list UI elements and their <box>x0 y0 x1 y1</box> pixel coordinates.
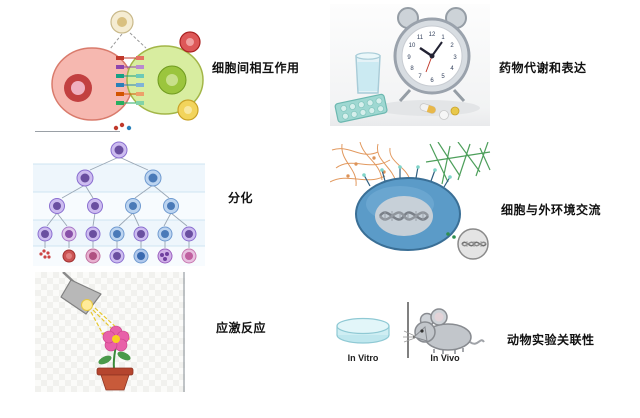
cell-environment-svg <box>329 141 491 260</box>
svg-text:8: 8 <box>410 66 414 72</box>
pill-blister-pack <box>334 93 388 123</box>
secreted-molecule-dots <box>113 122 132 131</box>
dna-strand-2 <box>378 211 430 221</box>
label-drug-metabolism: 药物代谢和表达 <box>499 61 587 75</box>
flower-pot <box>96 367 134 391</box>
ecm-green-fibers <box>425 141 491 185</box>
cell-interaction-illustration <box>30 6 205 134</box>
alarm-clock: 12 1 2 3 4 5 6 7 8 9 10 11 <box>393 7 471 103</box>
svg-text:7: 7 <box>418 74 422 80</box>
label-animal-relevance: 动物实验关联性 <box>507 333 595 347</box>
label-stress-response: 应激反应 <box>216 321 267 335</box>
surface-receptors <box>362 165 452 188</box>
red-blood-cell <box>62 249 76 263</box>
satellite-cell-yellow <box>177 99 199 121</box>
blue-cell <box>355 165 461 251</box>
svg-text:9: 9 <box>407 55 411 61</box>
animal-relevance-illustration: In Vitro <box>328 298 486 374</box>
mouse-whiskers <box>403 330 416 343</box>
svg-text:1: 1 <box>441 35 445 41</box>
pink-immune-cell <box>51 47 133 121</box>
lamp-bulb <box>81 299 93 311</box>
label-differentiation: 分化 <box>228 191 254 205</box>
svg-text:4: 4 <box>450 66 454 72</box>
vitro-vivo-svg: In Vitro <box>336 302 485 363</box>
drug-metabolism-illustration: 12 1 2 3 4 5 6 7 8 9 10 11 <box>330 4 490 126</box>
platelet-cluster <box>39 249 51 259</box>
mouse-eye <box>420 329 424 333</box>
mouse-snout <box>413 325 428 342</box>
clock-numbers: 12 1 2 3 4 5 6 7 8 9 10 11 <box>407 32 457 84</box>
magnified-dna-vesicle <box>457 228 489 260</box>
in-vivo-label: In Vivo <box>430 353 460 363</box>
flower <box>98 325 131 369</box>
satellite-cell-beige <box>110 10 134 34</box>
clock-leg-left <box>398 88 412 103</box>
mouse-tail <box>469 339 485 345</box>
receptor-ligand-pairs <box>116 56 144 105</box>
stress-response-illustration <box>35 271 185 392</box>
svg-text:5: 5 <box>441 74 445 80</box>
mouse <box>403 308 485 354</box>
stress-response-svg <box>60 271 185 392</box>
svg-text:2: 2 <box>450 43 454 49</box>
differentiation-svg <box>33 141 205 266</box>
flower-center <box>112 335 120 343</box>
label-cell-environment: 细胞与外环境交流 <box>501 203 602 217</box>
leaf-right <box>117 351 131 361</box>
loose-pills <box>419 103 460 120</box>
svg-text:3: 3 <box>453 55 457 61</box>
label-cell-interaction: 细胞间相互作用 <box>212 61 300 75</box>
water-glass <box>355 52 381 94</box>
branch-arrows <box>44 156 190 248</box>
differentiation-illustration <box>33 138 205 266</box>
petri-dish <box>336 317 390 344</box>
in-vitro-label: In Vitro <box>348 353 379 363</box>
panel-divider-line <box>35 131 120 132</box>
clock-leg-right <box>452 88 466 103</box>
cell-interaction-svg <box>51 10 204 131</box>
svg-text:12: 12 <box>429 32 436 38</box>
nucleus-dna <box>375 196 433 236</box>
satellite-cell-red <box>179 31 201 53</box>
lamp <box>60 271 102 315</box>
svg-text:11: 11 <box>417 35 424 41</box>
differentiated-cells <box>39 248 197 264</box>
drug-metabolism-svg: 12 1 2 3 4 5 6 7 8 9 10 11 <box>334 7 480 123</box>
svg-text:6: 6 <box>430 78 434 84</box>
svg-text:10: 10 <box>409 43 416 49</box>
progenitor-cells <box>37 141 197 242</box>
leaf-left <box>98 355 112 365</box>
green-immune-cell <box>126 45 204 115</box>
lamp-shade <box>60 279 102 315</box>
mouse-feet <box>433 348 464 354</box>
clock-hands <box>419 41 443 73</box>
cell-environment-illustration <box>329 141 495 262</box>
